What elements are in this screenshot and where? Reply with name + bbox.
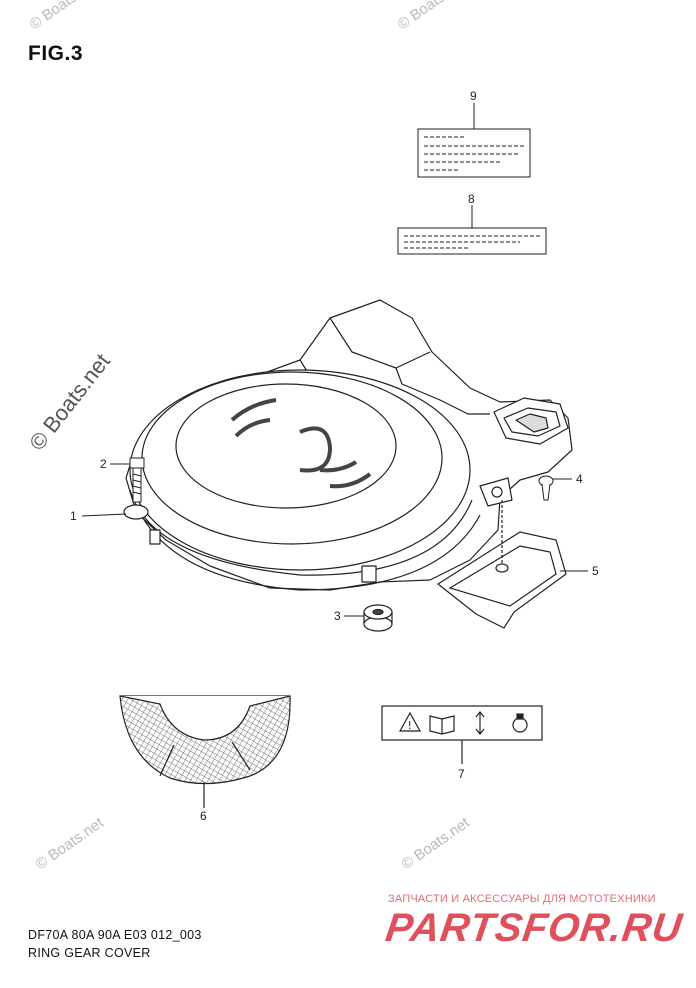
svg-text:!: ! <box>408 719 412 732</box>
knob-icon <box>512 713 528 733</box>
up-down-arrow-icon <box>475 711 485 735</box>
watermark-top-left: © Boats.net <box>27 0 102 33</box>
callout-8: 8 <box>468 192 475 206</box>
callout-4: 4 <box>576 472 583 486</box>
brand-tagline: ЗАПЧАСТИ И АКСЕССУАРЫ ДЛЯ МОТОТЕХНИКИ <box>388 893 656 905</box>
manual-icon <box>429 715 455 735</box>
callout-5: 5 <box>592 564 599 578</box>
callout-3: 3 <box>334 609 341 623</box>
leader-1 <box>81 513 127 517</box>
callout-7: 7 <box>458 767 465 781</box>
watermark-bottom-right: © Boats.net <box>399 814 474 873</box>
part-9-label-sticker <box>417 103 531 178</box>
watermark-side: © Boats.net <box>24 349 115 455</box>
watermark-top-right: © Boats.net <box>395 0 470 33</box>
figure-name: RING GEAR COVER <box>28 946 151 960</box>
bolt-part-2 <box>129 457 145 503</box>
callout-1: 1 <box>70 509 77 523</box>
grommet-part-3 <box>363 604 393 632</box>
bracket-part-5 <box>436 500 567 629</box>
ring-gear-cover-part-1 <box>123 299 573 591</box>
guard-part-6 <box>119 695 291 808</box>
caution-label-part-7: ! <box>381 705 543 764</box>
part-8-label-sticker <box>397 205 547 255</box>
watermark-bottom-left: © Boats.net <box>33 814 108 873</box>
callout-6: 6 <box>200 809 207 823</box>
figure-title: FIG.3 <box>28 42 84 65</box>
brand-logo: PARTSFOR.RU <box>382 906 686 950</box>
screw-part-4 <box>538 475 554 501</box>
model-code: DF70A 80A 90A E03 012_003 <box>28 928 202 942</box>
callout-2: 2 <box>100 457 107 471</box>
callout-9: 9 <box>470 89 477 103</box>
warning-icon: ! <box>398 711 422 732</box>
